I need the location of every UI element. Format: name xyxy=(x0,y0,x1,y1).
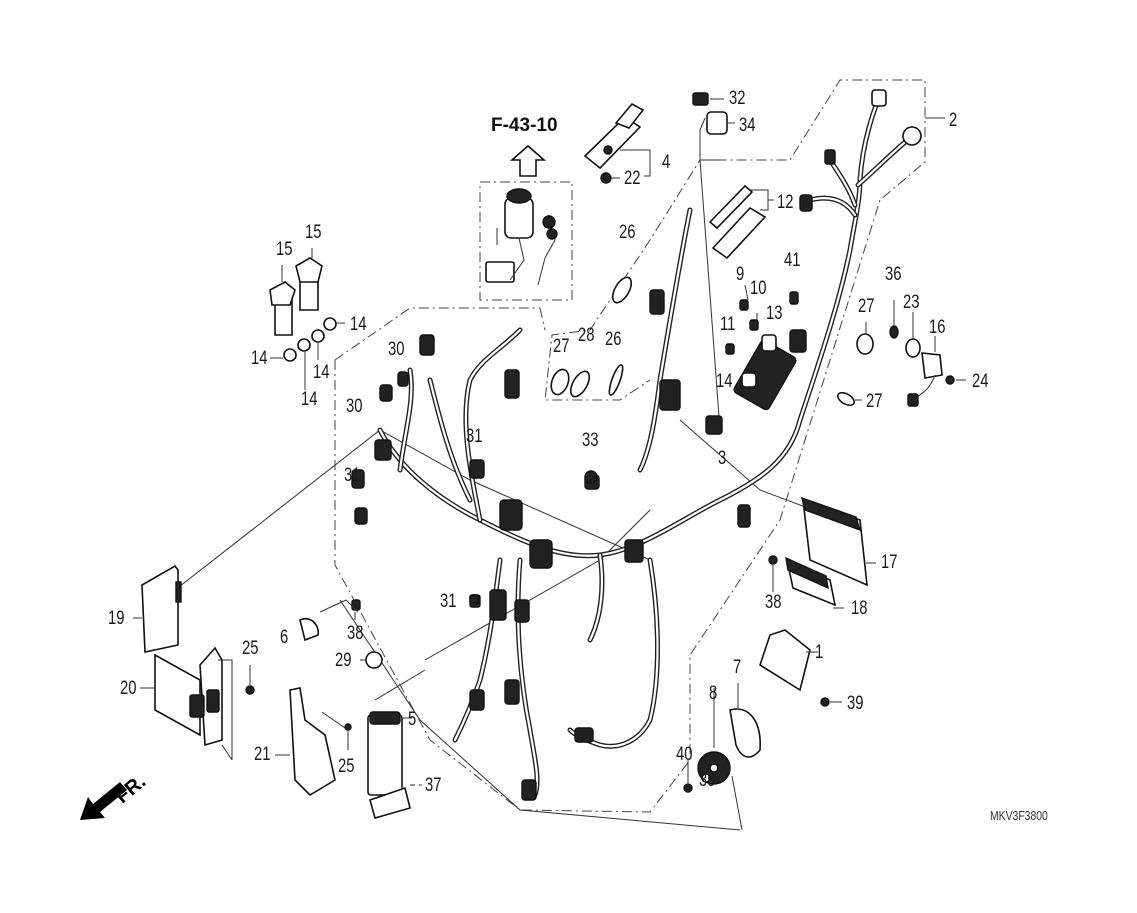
callout-14[interactable]: 14 xyxy=(716,371,733,392)
callout-41[interactable]: 41 xyxy=(784,250,801,271)
callout-18[interactable]: 18 xyxy=(851,598,868,619)
callout-15[interactable]: 15 xyxy=(305,222,322,243)
reference-figure-link[interactable]: F-43-10 xyxy=(491,115,558,136)
callout-7[interactable]: 7 xyxy=(733,657,742,678)
callout-27[interactable]: 27 xyxy=(866,391,883,412)
callout-23[interactable]: 23 xyxy=(903,292,920,313)
callout-20[interactable]: 20 xyxy=(120,678,137,699)
callout-35[interactable]: 35 xyxy=(699,770,716,791)
callout-33[interactable]: 33 xyxy=(582,430,599,451)
callout-39[interactable]: 39 xyxy=(847,693,864,714)
key-fob-part xyxy=(583,102,651,184)
callout-14[interactable]: 14 xyxy=(251,348,268,369)
callout-16[interactable]: 16 xyxy=(929,317,946,338)
reference-arrow-icon xyxy=(509,144,547,177)
callout-26[interactable]: 26 xyxy=(619,222,636,243)
battery-part xyxy=(367,669,426,819)
callout-3[interactable]: 3 xyxy=(718,448,727,469)
callout-25[interactable]: 25 xyxy=(242,638,259,659)
ignition-switch-part xyxy=(485,188,558,286)
relay-parts xyxy=(269,248,345,390)
harness-connectors xyxy=(351,89,922,801)
callout-19[interactable]: 19 xyxy=(108,608,125,629)
callout-36[interactable]: 36 xyxy=(885,264,902,285)
callout-8[interactable]: 8 xyxy=(709,683,718,704)
callout-30[interactable]: 30 xyxy=(388,339,405,360)
callout-5[interactable]: 5 xyxy=(408,709,417,730)
callout-1[interactable]: 1 xyxy=(815,642,824,663)
callout-27[interactable]: 27 xyxy=(553,336,570,357)
callout-31[interactable]: 31 xyxy=(344,465,361,486)
callout-40[interactable]: 40 xyxy=(676,744,693,765)
front-direction-arrow-icon xyxy=(80,782,127,820)
callout-11[interactable]: 11 xyxy=(720,314,736,335)
control-units-right xyxy=(683,496,876,831)
callout-14[interactable]: 14 xyxy=(313,362,330,383)
callout-32[interactable]: 32 xyxy=(729,88,746,109)
callout-38[interactable]: 38 xyxy=(765,592,782,613)
callout-4[interactable]: 4 xyxy=(662,152,671,173)
callout-9[interactable]: 9 xyxy=(736,264,745,285)
callout-21[interactable]: 21 xyxy=(254,744,271,765)
callout-6[interactable]: 6 xyxy=(280,627,289,648)
callout-13[interactable]: 13 xyxy=(766,303,783,324)
callout-38[interactable]: 38 xyxy=(347,623,364,644)
main-wire-harness xyxy=(377,92,913,798)
callout-37[interactable]: 37 xyxy=(425,775,442,796)
callout-14[interactable]: 14 xyxy=(350,314,367,335)
callout-14[interactable]: 14 xyxy=(301,389,318,410)
rubber-rings xyxy=(550,276,633,484)
callout-12[interactable]: 12 xyxy=(777,192,794,213)
callout-34[interactable]: 34 xyxy=(739,115,756,136)
callout-28[interactable]: 28 xyxy=(578,325,595,346)
callout-26[interactable]: 26 xyxy=(605,329,622,350)
clamp-parts xyxy=(299,594,479,750)
small-connector-parts xyxy=(692,92,735,135)
callout-31[interactable]: 31 xyxy=(466,426,483,447)
assembly-boundary-lines xyxy=(174,79,926,831)
callout-30[interactable]: 30 xyxy=(346,396,363,417)
ecu-parts-left xyxy=(133,564,346,797)
fuse-box-part xyxy=(708,184,774,260)
callout-24[interactable]: 24 xyxy=(972,371,989,392)
callout-25[interactable]: 25 xyxy=(338,756,355,777)
right-side-small-parts xyxy=(725,117,966,407)
callout-29[interactable]: 29 xyxy=(335,650,352,671)
callout-17[interactable]: 17 xyxy=(881,552,898,573)
callout-15[interactable]: 15 xyxy=(276,239,293,260)
drawing-code: MKV3F3800 xyxy=(990,808,1048,823)
callout-27[interactable]: 27 xyxy=(858,296,875,317)
callout-2[interactable]: 2 xyxy=(949,110,958,131)
callout-10[interactable]: 10 xyxy=(750,278,767,299)
callout-31[interactable]: 31 xyxy=(440,591,457,612)
callout-22[interactable]: 22 xyxy=(624,168,641,189)
